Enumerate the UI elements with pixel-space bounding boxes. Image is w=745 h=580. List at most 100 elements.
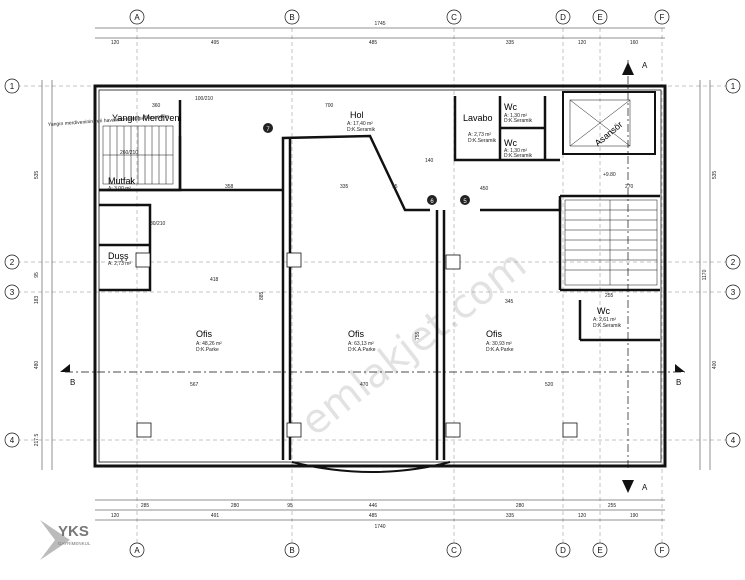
room-name-shower: Duşş bbox=[108, 251, 129, 261]
dim-left: 217.5 bbox=[34, 434, 40, 447]
inner-dim: 885 bbox=[259, 291, 265, 300]
axis-label: D bbox=[560, 13, 566, 22]
room-name-wc2: Wc bbox=[504, 138, 517, 148]
room-name-stair: Yangın Merdiveni bbox=[112, 113, 181, 123]
inner-dim: 335 bbox=[340, 184, 349, 190]
axis-label: 2 bbox=[10, 258, 15, 267]
dim-right: 535 bbox=[712, 171, 718, 180]
inner-dim: 358 bbox=[225, 184, 234, 190]
axis-label: 3 bbox=[10, 288, 15, 297]
axis-label: B bbox=[289, 13, 294, 22]
room-area-office3: A: 30,93 m² bbox=[486, 341, 512, 347]
room-area-sink: A: 2,73 m² bbox=[468, 132, 491, 138]
total-width-bottom: 1740 bbox=[374, 524, 385, 530]
room-floor-wc2: D:K.Seramik bbox=[504, 153, 533, 159]
axis-label: F bbox=[660, 13, 665, 22]
room-name-office1: Ofis bbox=[196, 329, 213, 339]
dim-bottom: 280 bbox=[231, 503, 240, 509]
room-floor-wc1: D:K.Seramik bbox=[504, 118, 533, 124]
dim-bottom: 280 bbox=[516, 503, 525, 509]
room-area-kitchen: A: 3,00 m² bbox=[108, 186, 131, 192]
inner-dim: 450 bbox=[480, 186, 489, 192]
room-name-wc3: Wc bbox=[597, 306, 610, 316]
room-area-office1: A: 48,26 m² bbox=[196, 341, 222, 347]
dim-left: 480 bbox=[34, 361, 40, 370]
room-floor-wc3: D:K.Seramik bbox=[593, 323, 622, 329]
room-floor-office1: D:K.Parke bbox=[196, 347, 219, 353]
door-number: 6 bbox=[430, 199, 434, 205]
inner-dim: 80/210 bbox=[150, 221, 166, 227]
inner-dim: 418 bbox=[210, 277, 219, 283]
total-width-top: 1745 bbox=[374, 21, 385, 27]
company-logo: YKS GAYRİMENKUL bbox=[40, 520, 91, 560]
axis-label: A bbox=[134, 546, 140, 555]
dim-bottom: 255 bbox=[608, 503, 617, 509]
room-name-lift: Asansör bbox=[593, 119, 625, 148]
logo-text: YKS bbox=[58, 523, 89, 540]
room-area-shower: A: 2,73 m² bbox=[108, 261, 131, 267]
axis-label: 3 bbox=[731, 288, 736, 297]
room-name-office2: Ofis bbox=[348, 329, 365, 339]
dim-left: 535 bbox=[34, 171, 40, 180]
columns bbox=[135, 252, 578, 438]
inner-dim: +9.80 bbox=[603, 172, 616, 178]
dim-top: 120 bbox=[578, 40, 587, 46]
main-stairs bbox=[564, 199, 658, 286]
dim-top: 335 bbox=[506, 40, 515, 46]
inner-dim: 520 bbox=[545, 382, 554, 388]
room-name-office3: Ofis bbox=[486, 329, 503, 339]
dim-top: 495 bbox=[211, 40, 220, 46]
room-name-sink: Lavabo bbox=[463, 113, 493, 123]
axis-label: B bbox=[289, 546, 294, 555]
dim-right: 1170 bbox=[702, 269, 708, 280]
dim-left: 183 bbox=[34, 296, 40, 305]
dim-right: 400 bbox=[712, 361, 718, 370]
dim-bottom: 285 bbox=[141, 503, 150, 509]
dim-bottom: 335 bbox=[506, 513, 515, 519]
room-floor-office3: D:K.A.Parke bbox=[486, 347, 514, 353]
inner-dim: 345 bbox=[505, 299, 514, 305]
axis-label: A bbox=[134, 13, 140, 22]
section-marker-a-top: A A bbox=[622, 60, 648, 493]
dim-bottom: 95 bbox=[287, 503, 293, 509]
inner-dim: 270 bbox=[625, 184, 634, 190]
interior-walls bbox=[99, 91, 660, 460]
section-label: A bbox=[642, 483, 648, 492]
room-area-wc3: A: 2,61 m² bbox=[593, 317, 616, 323]
room-name-wc1: Wc bbox=[504, 102, 517, 112]
axis-label: 4 bbox=[10, 436, 15, 445]
axis-label: E bbox=[597, 13, 602, 22]
axis-label: C bbox=[451, 546, 457, 555]
axis-label: 1 bbox=[731, 82, 736, 91]
dim-bottom: 485 bbox=[369, 513, 378, 519]
dim-top: 160 bbox=[630, 40, 639, 46]
inner-dim: 100/210 bbox=[195, 96, 213, 102]
inner-dim: 15 bbox=[392, 184, 398, 190]
section-label: B bbox=[70, 378, 75, 387]
inner-dim: 140 bbox=[425, 158, 434, 164]
axis-label: E bbox=[597, 546, 602, 555]
room-floor-office2: D:K.A.Parke bbox=[348, 347, 376, 353]
dim-bottom: 446 bbox=[369, 503, 378, 509]
inner-dim: 700 bbox=[325, 103, 334, 109]
inner-dim: 755 bbox=[415, 331, 421, 340]
inner-dimensions: 360 700 358 335 450 418 345 567 470 520 … bbox=[120, 96, 634, 388]
inner-dim: 360 bbox=[152, 103, 161, 109]
dim-bottom: 190 bbox=[630, 513, 639, 519]
exterior-walls bbox=[93, 84, 667, 468]
inner-dim: 260/210 bbox=[120, 150, 138, 156]
dim-bottom: 120 bbox=[111, 513, 120, 519]
door-markers: 7 6 5 bbox=[263, 123, 470, 205]
dim-bottom: 491 bbox=[211, 513, 220, 519]
elevator-cabin bbox=[569, 99, 631, 147]
axis-label: 4 bbox=[731, 436, 736, 445]
room-area-wc2: A: 1,30 m² bbox=[504, 148, 527, 154]
dim-bottom: 120 bbox=[578, 513, 587, 519]
section-label: A bbox=[642, 61, 648, 70]
room-floor-hall: D:K.Seramik bbox=[347, 127, 376, 133]
axis-label: F bbox=[660, 546, 665, 555]
axis-markers-bottom: A B C D E F bbox=[129, 542, 670, 558]
inner-dim: 470 bbox=[360, 382, 369, 388]
axis-label: 2 bbox=[731, 258, 736, 267]
